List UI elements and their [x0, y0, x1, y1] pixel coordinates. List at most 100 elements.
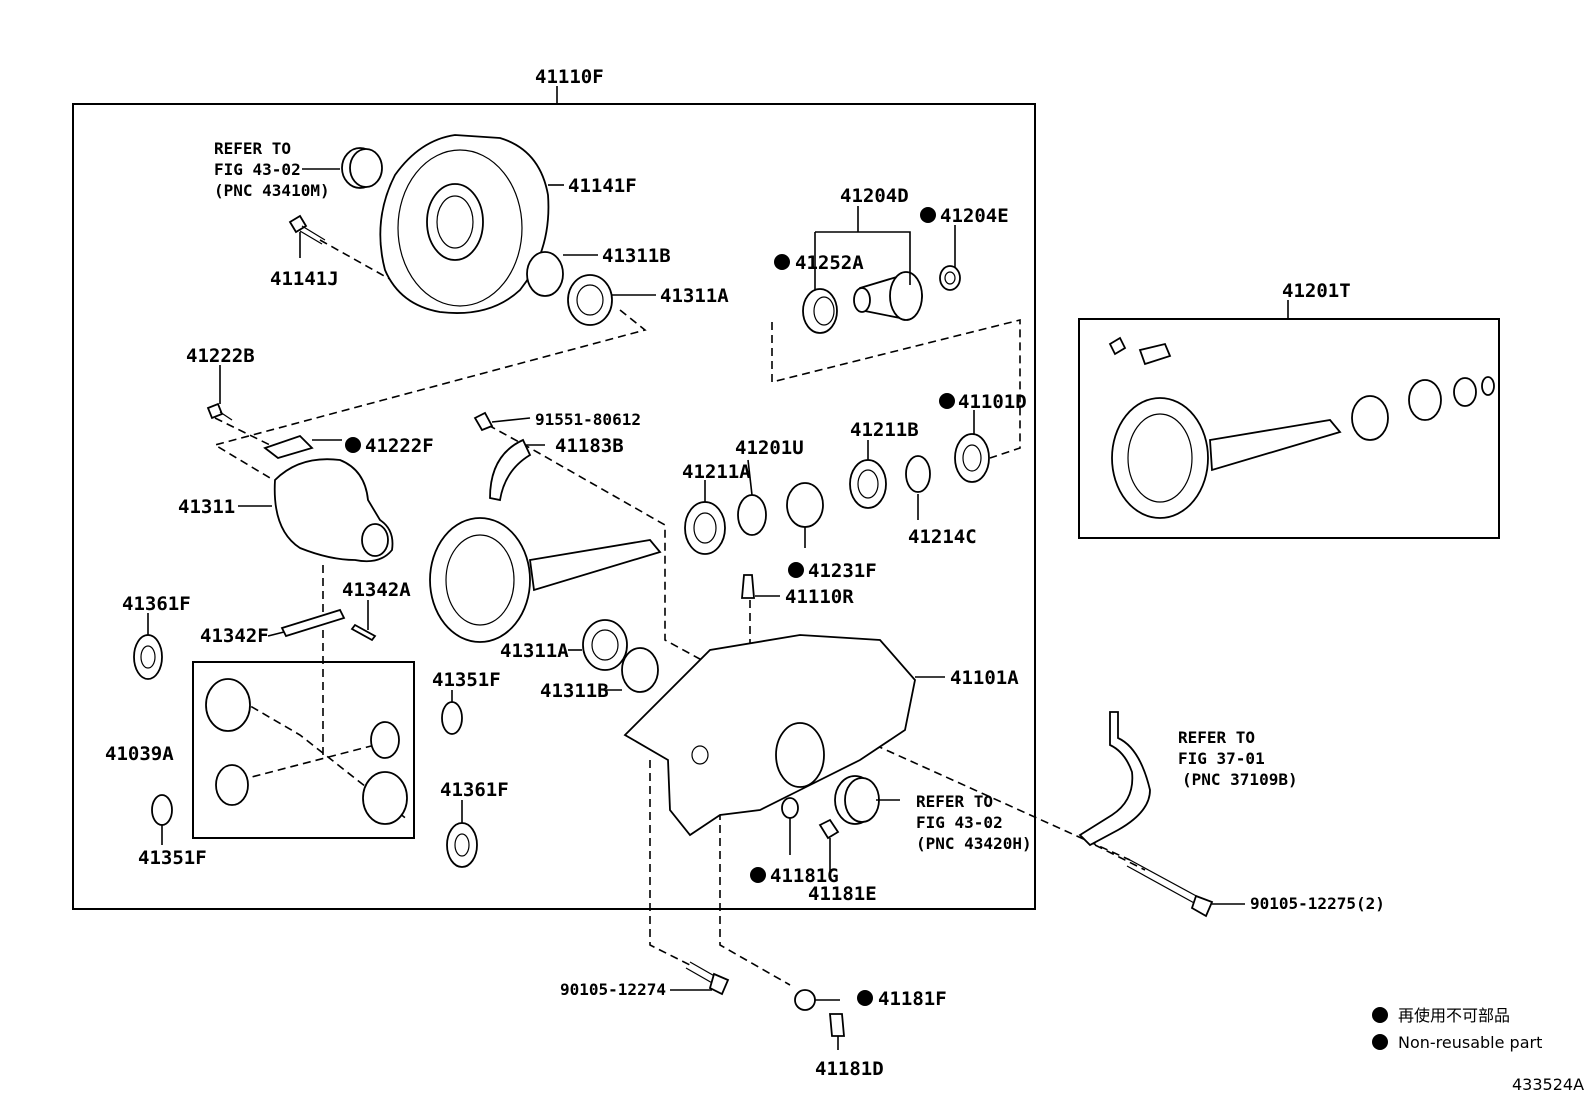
label-90105-12274: 90105-12274	[560, 980, 666, 999]
seal-ref-43420H	[834, 775, 880, 825]
assembly-frame-41201T	[1078, 318, 1500, 539]
refer-line-2: FIG 43-02	[916, 813, 1003, 832]
label-41214C: 41214C	[908, 526, 977, 548]
label-41181E: 41181E	[808, 883, 877, 905]
label-41110F: 41110F	[535, 66, 604, 88]
label-41211A: 41211A	[682, 461, 751, 483]
label-41311A-mid: 41311A	[500, 640, 569, 662]
label-41101D: 41101D	[958, 391, 1027, 413]
label-41201T: 41201T	[1282, 280, 1351, 302]
label-41311A-top: 41311A	[660, 285, 729, 307]
bolt-41222B	[206, 402, 233, 421]
label-41222B: 41222B	[186, 345, 255, 367]
label-41311B-mid: 41311B	[540, 680, 609, 702]
refer-line-3: (PNC 43410M)	[214, 181, 330, 200]
plug-41181E	[818, 818, 840, 840]
assembly-frame-41110F	[72, 103, 1036, 910]
label-41231F: 41231F	[808, 560, 877, 582]
legend-dot-en	[1372, 1034, 1388, 1050]
refer-line-1: REFER TO	[214, 139, 291, 158]
plate-41222F	[263, 434, 314, 459]
label-91551-80612: 91551-80612	[535, 410, 641, 429]
bearing-41211A	[684, 501, 726, 555]
label-41211B: 41211B	[850, 419, 919, 441]
seal-41252A	[802, 288, 838, 334]
bolt-90105-12274	[685, 961, 730, 996]
refer-note-mid: REFER TO FIG 43-02 (PNC 43420H)	[916, 792, 1032, 853]
refer-line-3: (PNC 43420H)	[916, 834, 1032, 853]
legend: 再使用不可部品 Non-reusable part	[1372, 1006, 1542, 1052]
label-41361F-left: 41361F	[122, 593, 191, 615]
diagram-id: 433524A	[1512, 1075, 1584, 1094]
label-41141J: 41141J	[270, 268, 339, 290]
washer-41361F-left	[133, 634, 163, 680]
washer-41351F-left	[151, 794, 173, 826]
clip-41183B	[489, 438, 532, 502]
breather-41110R	[741, 574, 755, 599]
diff-case-41311	[273, 458, 394, 563]
legend-text-jp: 再使用不可部品	[1398, 1006, 1510, 1025]
ring-gear-mid	[429, 517, 662, 643]
label-90105-12275: 90105-12275(2)	[1250, 894, 1385, 913]
label-41101A: 41101A	[950, 667, 1019, 689]
label-41039A: 41039A	[105, 743, 174, 765]
label-41181D: 41181D	[815, 1058, 884, 1080]
label-41181G: 41181G	[770, 865, 839, 887]
label-41351F-left: 41351F	[138, 847, 207, 869]
label-41311: 41311	[178, 496, 235, 518]
shim-41311B-mid	[621, 647, 659, 693]
shim-41311B-top	[526, 251, 564, 297]
bearing-41211B	[849, 459, 887, 509]
refer-note-top-left: REFER TO FIG 43-02 (PNC 43410M)	[214, 139, 330, 200]
ring-pinion-41201T	[1108, 336, 1495, 519]
label-41222F: 41222F	[365, 435, 434, 457]
assembly-frame-41039A	[192, 661, 415, 839]
bearing-41311A-mid	[582, 619, 628, 671]
gasket-41181F	[794, 989, 816, 1011]
label-41201U: 41201U	[735, 437, 804, 459]
legend-dot-jp	[1372, 1007, 1388, 1023]
bearing-41311A-top	[567, 274, 613, 326]
nut-41204E	[939, 265, 961, 291]
refer-line-2: FIG 43-02	[214, 160, 301, 179]
label-41361F-mid: 41361F	[440, 779, 509, 801]
bolt-90105-12275	[1126, 859, 1214, 918]
bracket-37109B	[1078, 711, 1151, 847]
washer-41351F-mid	[441, 701, 463, 735]
gasket-41181G	[781, 797, 799, 819]
label-41351F-mid: 41351F	[432, 669, 501, 691]
spacer-41201U	[737, 494, 767, 536]
refer-line-1: REFER TO	[1178, 728, 1255, 747]
label-41204E: 41204E	[940, 205, 1009, 227]
sleeve-41231F	[786, 482, 824, 528]
gears-41039A	[205, 678, 408, 825]
refer-note-right: REFER TO FIG 37-01 (PNC 37109B)	[1178, 728, 1298, 789]
non-reusable-markers	[345, 207, 955, 1006]
refer-line-2: FIG 37-01	[1178, 749, 1265, 768]
bolt-91551-80612	[473, 411, 494, 432]
label-41183B: 41183B	[555, 435, 624, 457]
cover-41141F	[379, 134, 550, 314]
legend-text-en: Non-reusable part	[1398, 1033, 1542, 1052]
plug-41181D	[829, 1013, 845, 1037]
label-41311B-top: 41311B	[602, 245, 671, 267]
leader-lines	[147, 168, 1245, 1050]
label-41204D: 41204D	[840, 185, 909, 207]
label-41342F: 41342F	[200, 625, 269, 647]
housing-41101A	[623, 634, 916, 837]
shaft-41342F	[280, 608, 346, 638]
label-41181F: 41181F	[878, 988, 947, 1010]
refer-line-3: (PNC 37109B)	[1182, 770, 1298, 789]
seal-ref-43410M	[341, 147, 383, 189]
seal-41101D	[954, 433, 990, 483]
label-41110R: 41110R	[785, 586, 854, 608]
washer-41361F-mid	[446, 822, 478, 868]
label-41141F: 41141F	[568, 175, 637, 197]
washer-41214C	[905, 455, 931, 493]
label-41252A: 41252A	[795, 252, 864, 274]
bolt-41141J	[288, 214, 326, 245]
label-41342A: 41342A	[342, 579, 411, 601]
assembly-dashed-lines	[212, 239, 1146, 986]
flange-41204D	[853, 271, 923, 321]
